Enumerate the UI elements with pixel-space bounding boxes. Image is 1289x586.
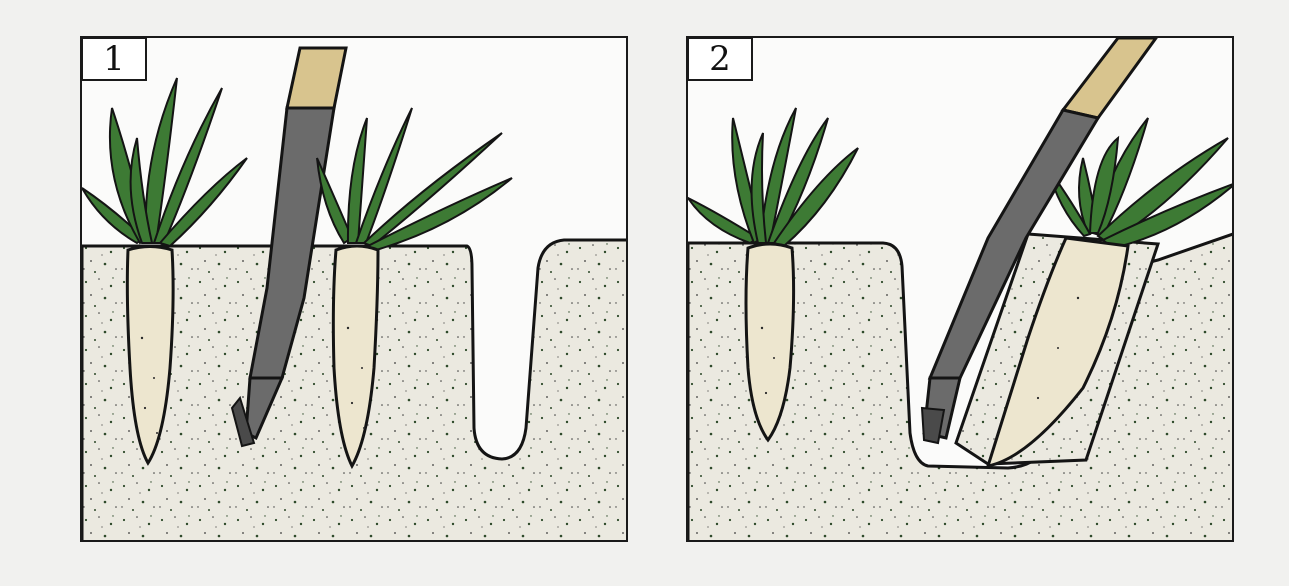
step-2-illustration — [688, 38, 1234, 542]
step-number-1: 1 — [81, 37, 147, 81]
step-1-panel: 1 — [80, 36, 628, 542]
step-2-panel: 2 — [686, 36, 1234, 542]
radish-leaves — [317, 108, 512, 250]
radish-leaves — [82, 78, 247, 246]
step-number-2: 2 — [687, 37, 753, 81]
radish-leaves — [688, 108, 858, 246]
step-1-illustration — [82, 38, 628, 542]
